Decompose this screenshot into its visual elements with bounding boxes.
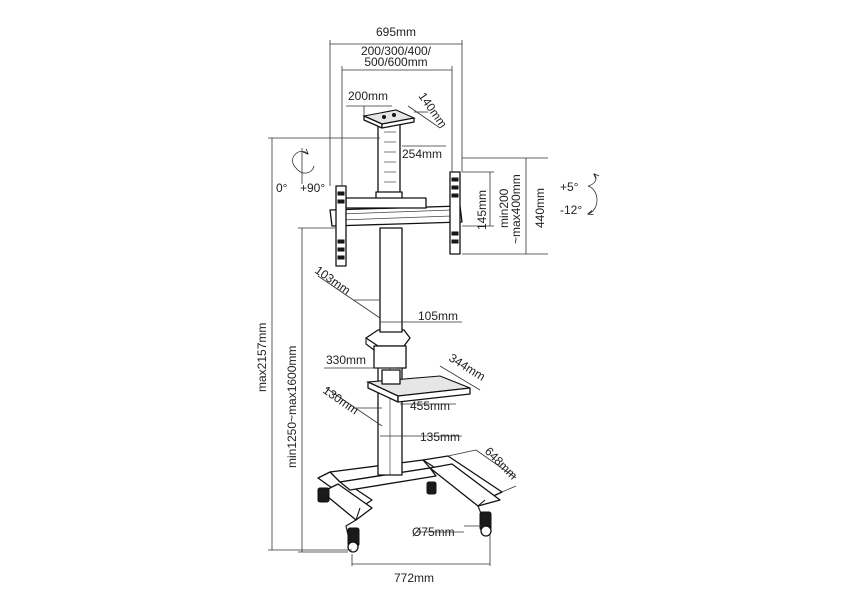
label-overall-width: 695mm xyxy=(376,25,416,39)
label-shelf-width: 330mm xyxy=(326,353,366,367)
label-caster-diameter: Ø75mm xyxy=(412,525,455,539)
column-collar xyxy=(365,329,411,369)
label-shelf-depth: 344mm xyxy=(446,351,487,384)
base-frame xyxy=(317,455,503,536)
label-lower-column-width: 135mm xyxy=(420,430,460,444)
mount-plate xyxy=(362,109,416,129)
label-height-range: min1250~max1600mm xyxy=(285,346,299,468)
label-mount-plate-width: 200mm xyxy=(348,89,388,103)
label-arm-height: 440mm xyxy=(533,188,547,228)
label-shelf-length: 455mm xyxy=(410,399,450,413)
label-column-depth: 103mm xyxy=(312,263,353,297)
label-tilt-down: -12° xyxy=(560,203,582,217)
label-vesa-line1: 200/300/400/ xyxy=(361,44,432,58)
tv-bracket xyxy=(329,197,463,227)
label-mount-plate-height: 254mm xyxy=(402,147,442,161)
label-bracket-height: 145mm xyxy=(475,190,489,230)
label-swivel-right: +90° xyxy=(300,181,325,195)
label-swivel-left: 0° xyxy=(276,181,288,195)
swivel-rotation-icon xyxy=(292,148,315,184)
dimension-labels: 695mm 200/300/400/ 500/600mm 200mm 140mm… xyxy=(255,25,547,585)
label-max-height: max2157mm xyxy=(255,323,269,392)
caster-wheels xyxy=(317,481,492,553)
upper-column xyxy=(379,227,403,333)
left-vesa-arm xyxy=(335,185,347,267)
mount-mast xyxy=(375,119,403,211)
label-vertical-adjust-line1: min200 xyxy=(497,188,511,228)
label-column-width: 105mm xyxy=(418,309,458,323)
rotation-labels: 0° +90° +5° -12° xyxy=(276,180,582,217)
label-lower-column-depth: 130mm xyxy=(320,383,361,417)
label-base-depth: 648mm xyxy=(482,444,520,482)
tv-stand-drawing xyxy=(317,109,503,553)
label-vesa-line2: 500/600mm xyxy=(364,55,427,69)
right-vesa-arm xyxy=(449,171,461,255)
dimension-lines xyxy=(268,40,548,566)
label-base-width: 772mm xyxy=(394,571,434,585)
shelf xyxy=(365,369,471,403)
label-tilt-up: +5° xyxy=(560,180,579,194)
label-vertical-adjust-line2: ~max400mm xyxy=(509,174,523,244)
label-mount-plate-depth: 140mm xyxy=(416,90,450,131)
tilt-rotation-icon xyxy=(588,174,597,214)
